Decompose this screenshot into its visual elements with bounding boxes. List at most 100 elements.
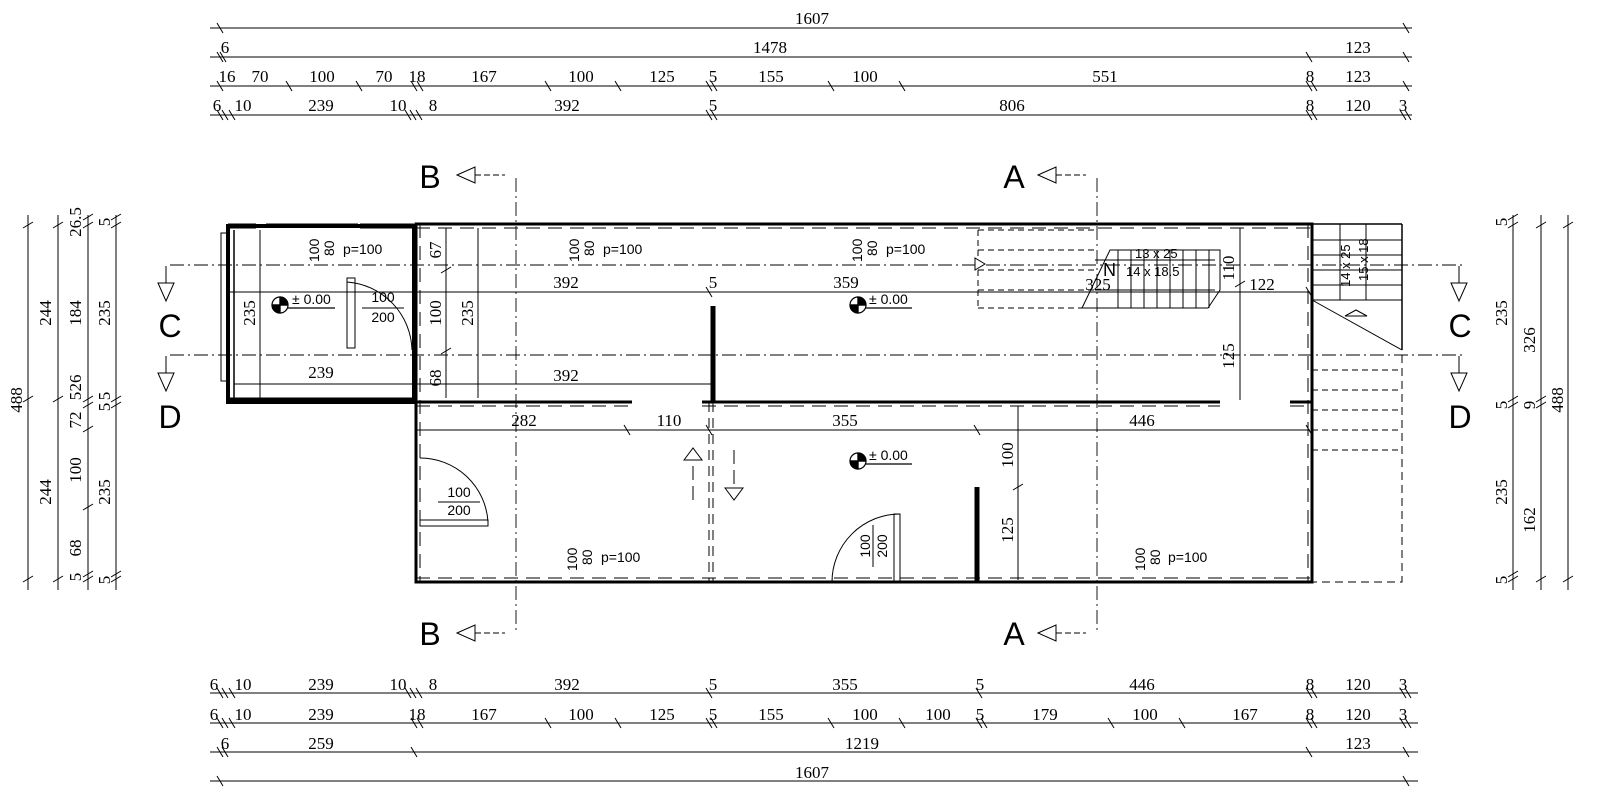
dim-label: 10 bbox=[235, 675, 252, 694]
section-mark-a-top: A bbox=[1003, 159, 1025, 195]
window-sill-label: 80 bbox=[321, 240, 337, 256]
level-label: ± 0.00 bbox=[292, 291, 331, 307]
window-label: p=100 bbox=[601, 549, 641, 565]
dim-label: 282 bbox=[511, 411, 537, 430]
dim-label: 551 bbox=[1092, 67, 1118, 86]
dim-label: 125 bbox=[649, 705, 675, 724]
dim-label: 122 bbox=[1249, 275, 1275, 294]
dim-label: 70 bbox=[252, 67, 269, 86]
left-dimension-chains bbox=[22, 213, 122, 590]
dim-label: 5 bbox=[709, 705, 718, 724]
section-lines bbox=[170, 178, 1462, 630]
door-height-label: 200 bbox=[874, 534, 890, 558]
dim-label: 392 bbox=[554, 96, 580, 115]
walls bbox=[220, 222, 1403, 584]
right-dimension-labels: 5 235 5 235 5 326 9 162 488 bbox=[1492, 218, 1567, 585]
door-width-label: 100 bbox=[447, 484, 471, 500]
dim-label: 8 bbox=[1306, 675, 1315, 694]
dim-label: 100 bbox=[1132, 705, 1158, 724]
dim-label: 5 bbox=[1492, 218, 1511, 227]
window-sill-label: 80 bbox=[864, 240, 880, 256]
dim-label: 235 bbox=[95, 300, 114, 326]
dim-label: 392 bbox=[553, 273, 579, 292]
dim-label: 235 bbox=[240, 300, 259, 326]
dim-label: 26.5 bbox=[66, 207, 85, 237]
dim-label: 488 bbox=[1548, 387, 1567, 413]
dim-label: 355 bbox=[832, 675, 858, 694]
dim-label: 179 bbox=[1032, 705, 1058, 724]
dim-label: 100 bbox=[426, 300, 445, 326]
dim-label: 100 bbox=[568, 705, 594, 724]
interior-dimension-labels: 392 5 359 325 122 239 392 282 110 355 44… bbox=[240, 241, 1275, 543]
dim-label: 125 bbox=[998, 517, 1017, 543]
doors bbox=[346, 277, 901, 583]
section-mark-b-bottom: B bbox=[419, 616, 440, 652]
dim-label: 326 bbox=[1520, 327, 1539, 353]
dim-label: 244 bbox=[36, 300, 55, 326]
window-label: p=100 bbox=[886, 241, 926, 257]
dim-label: 6 bbox=[221, 38, 230, 57]
dim-label: 70 bbox=[376, 67, 393, 86]
level-marker-lower-room bbox=[849, 452, 912, 470]
dim-label: 3 bbox=[1399, 96, 1408, 115]
dim-label: 162 bbox=[1520, 507, 1539, 533]
dim-label: 235 bbox=[95, 479, 114, 505]
dim-label: 26 bbox=[66, 375, 85, 392]
door-labels: 100 200 100 200 100 200 bbox=[362, 289, 890, 567]
dim-label: 18 bbox=[409, 67, 426, 86]
door-height-label: 200 bbox=[447, 502, 471, 518]
stair-run-4: 15 x 18 bbox=[1356, 238, 1371, 281]
dim-label: 123 bbox=[1345, 67, 1371, 86]
dim-label: 359 bbox=[833, 273, 859, 292]
dim-label: 5 bbox=[66, 573, 85, 582]
dim-label: 100 bbox=[925, 705, 951, 724]
dim-label: 10 bbox=[235, 705, 252, 724]
section-arrows bbox=[157, 166, 1468, 642]
dim-label: 5 bbox=[976, 705, 985, 724]
dim-label: 8 bbox=[1306, 67, 1315, 86]
dim-label: 125 bbox=[1219, 343, 1238, 369]
dim-label: 5 bbox=[709, 67, 718, 86]
section-mark-d-left: D bbox=[158, 399, 181, 435]
dim-label: 155 bbox=[758, 67, 784, 86]
dim-total-bottom: 1607 bbox=[795, 763, 830, 782]
dim-label: 8 bbox=[429, 675, 438, 694]
dim-label: 6 bbox=[213, 96, 222, 115]
window-labels: 100 80 p=100 100 80 p=100 100 80 p=100 1… bbox=[306, 238, 1208, 571]
window-height-label: 100 bbox=[306, 238, 322, 262]
top-dimension-labels: 1607 6 1478 123 16 70 100 70 18 167 100 … bbox=[213, 9, 1408, 115]
section-mark-c-left: C bbox=[158, 308, 181, 344]
dim-label: 120 bbox=[1345, 705, 1371, 724]
dim-total-top: 1607 bbox=[795, 9, 830, 28]
dim-label: 5 bbox=[709, 96, 718, 115]
bottom-dimension-labels: 6 10 239 10 8 392 5 355 5 446 8 120 3 6 … bbox=[210, 675, 1408, 782]
dim-label: 100 bbox=[309, 67, 335, 86]
window-height-label: 100 bbox=[849, 238, 865, 262]
dim-label: 68 bbox=[426, 370, 445, 387]
window-height-label: 100 bbox=[564, 547, 580, 571]
dim-label: 392 bbox=[553, 366, 579, 385]
dim-label: 167 bbox=[471, 67, 497, 86]
dim-label: 72 bbox=[66, 412, 85, 429]
dim-label: 3 bbox=[1399, 705, 1408, 724]
dim-label: 6 bbox=[210, 705, 219, 724]
dim-label: 239 bbox=[308, 96, 334, 115]
dim-label: 184 bbox=[66, 300, 85, 326]
stair-run-3: 14 x 25 bbox=[1338, 244, 1353, 287]
window-height-label: 100 bbox=[566, 238, 582, 262]
dim-label: 120 bbox=[1345, 96, 1371, 115]
dim-label: 1478 bbox=[753, 38, 787, 57]
dim-label: 5 bbox=[95, 576, 114, 585]
dim-label: 68 bbox=[66, 540, 85, 557]
dim-label: 9 bbox=[1520, 401, 1539, 410]
dim-label: 235 bbox=[458, 300, 477, 326]
level-labels: ± 0.00 ± 0.00 ± 0.00 bbox=[292, 291, 908, 463]
window-label: p=100 bbox=[1168, 549, 1208, 565]
dim-label: 167 bbox=[471, 705, 497, 724]
dim-label: 239 bbox=[308, 363, 334, 382]
dim-label: 244 bbox=[36, 479, 55, 505]
dim-label: 392 bbox=[554, 675, 580, 694]
dim-label: 325 bbox=[1085, 275, 1111, 294]
dim-label: 8 bbox=[1306, 705, 1315, 724]
